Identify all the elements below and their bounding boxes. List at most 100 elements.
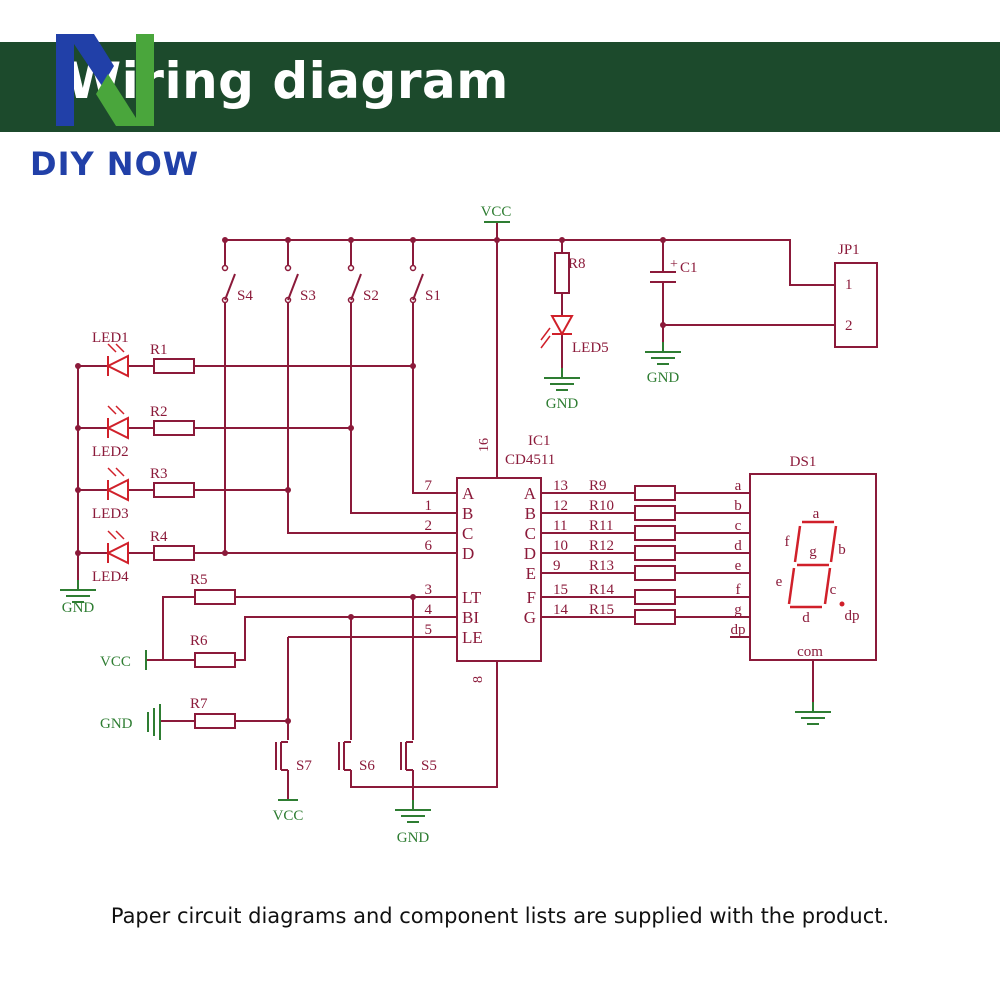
resistor-body xyxy=(634,485,676,501)
led-label-4: LED4 xyxy=(92,569,129,585)
capacitor-label: C1 xyxy=(680,260,698,276)
ic-right-pin-num: 11 xyxy=(553,518,567,534)
display-pin-g: g xyxy=(734,602,742,618)
junction-dot xyxy=(559,237,565,243)
segment-label-g: g xyxy=(809,544,817,560)
resistor-body xyxy=(153,482,195,498)
led-3-triangle xyxy=(105,478,129,502)
resistor-label-r6: R6 xyxy=(190,633,208,649)
wire-s1-A xyxy=(412,303,457,494)
ic-left-pin-name: BI xyxy=(462,608,479,627)
resistor-label-r14: R14 xyxy=(589,582,615,598)
ground-r7-symbol xyxy=(147,704,161,740)
led-5-ray xyxy=(540,327,551,341)
ground-c1 xyxy=(645,342,681,365)
led-label-2: LED2 xyxy=(92,444,129,460)
ic-right-pin-name: F xyxy=(527,588,536,607)
segment-label-b: b xyxy=(838,542,846,558)
ic-left-pin-name: LT xyxy=(462,588,482,607)
junction-dot xyxy=(660,237,666,243)
ground-led5 xyxy=(544,368,580,391)
resistor-label-r13: R13 xyxy=(589,558,614,574)
resistor-label-r10: R10 xyxy=(589,498,614,514)
resistor-body xyxy=(194,713,236,729)
switch-s2-lever xyxy=(350,273,362,301)
connector-pin-1: 1 xyxy=(845,277,853,293)
r5-vcc-wire xyxy=(162,596,195,660)
led-2-triangle xyxy=(105,416,129,440)
ic-left-pin-name: LE xyxy=(462,628,483,647)
led-1-ray xyxy=(107,343,117,353)
display-pin-dp: dp xyxy=(731,622,746,638)
resistor-label-r8: R8 xyxy=(568,256,586,272)
led-2-ray xyxy=(115,405,125,415)
led-1-triangle xyxy=(105,354,129,378)
ic-left-pin-name: D xyxy=(462,544,474,563)
switch-s1-contact xyxy=(409,264,417,272)
ic-left-pin-num: 6 xyxy=(425,538,433,554)
led-3-ray xyxy=(107,467,117,477)
switch-label-s4: S4 xyxy=(237,288,253,304)
ic-right-pin-num: 14 xyxy=(553,602,569,618)
ic-cd4511-body xyxy=(456,477,542,662)
components xyxy=(60,221,878,823)
led-5-triangle xyxy=(550,315,574,337)
wires xyxy=(77,222,835,800)
vcc-top-label: VCC xyxy=(481,204,512,220)
led-1-ray xyxy=(115,343,125,353)
led-label-3: LED3 xyxy=(92,506,129,522)
display-ds1-body xyxy=(749,473,877,661)
ic-right-pin-num: 9 xyxy=(553,558,561,574)
vcc-left-label: VCC xyxy=(100,654,131,670)
switch-label-s7: S7 xyxy=(296,758,312,774)
connector-label: JP1 xyxy=(838,242,860,258)
logo-green-stroke xyxy=(96,34,154,126)
switch-s3-contact xyxy=(284,264,292,272)
resistor-label-r9: R9 xyxy=(589,478,607,494)
gnd-c1-label: GND xyxy=(647,370,680,386)
resistor-label-r15: R15 xyxy=(589,602,614,618)
junction-dot xyxy=(494,237,500,243)
segment-b xyxy=(829,525,838,563)
logo-blue-stroke xyxy=(56,34,114,126)
junction-dot xyxy=(75,363,81,369)
wire-s2-B xyxy=(350,303,457,514)
display-pin-a: a xyxy=(735,478,742,494)
vcc-bottom-label: VCC xyxy=(273,808,304,824)
ic-left-pin-num: 5 xyxy=(425,622,433,638)
segment-label-a: a xyxy=(813,506,820,522)
connector-pin-2: 2 xyxy=(845,318,853,334)
display-pin-b: b xyxy=(734,498,742,514)
ic-left-pin-name: B xyxy=(462,504,473,523)
switch-s1-lever xyxy=(412,273,424,301)
resistor-body xyxy=(153,358,195,374)
junction-dot xyxy=(75,550,81,556)
resistor-body xyxy=(194,589,236,605)
ic-left-pin-name: C xyxy=(462,524,473,543)
switch-s3-lever xyxy=(287,273,299,301)
led-2-ray xyxy=(107,405,117,415)
display-pin-f: f xyxy=(736,582,741,598)
junction-dot xyxy=(410,363,416,369)
ic-right-pin-name: D xyxy=(524,544,536,563)
display-pin-c: c xyxy=(735,518,742,534)
switch-s2-contact xyxy=(347,264,355,272)
segment-c xyxy=(823,567,832,605)
segment-label-f: f xyxy=(785,534,790,550)
caption: Paper circuit diagrams and component lis… xyxy=(110,904,890,928)
ic-pin-16-label: 16 xyxy=(477,438,492,452)
ic-right-pin-name: B xyxy=(525,504,536,523)
ic-left-pin-num: 7 xyxy=(425,478,433,494)
ground-left xyxy=(60,580,96,603)
ic-ref-label: IC1 xyxy=(528,433,551,449)
display-com-label: com xyxy=(797,644,823,660)
switch-s4-lever xyxy=(224,273,236,301)
ic-right-pin-name: C xyxy=(525,524,536,543)
junction-dot xyxy=(348,425,354,431)
resistor-body xyxy=(634,505,676,521)
gnd-r7-label: GND xyxy=(100,716,133,732)
segment-f xyxy=(793,525,802,563)
display-pin-e: e xyxy=(735,558,742,574)
segment-label-d: d xyxy=(802,610,810,626)
